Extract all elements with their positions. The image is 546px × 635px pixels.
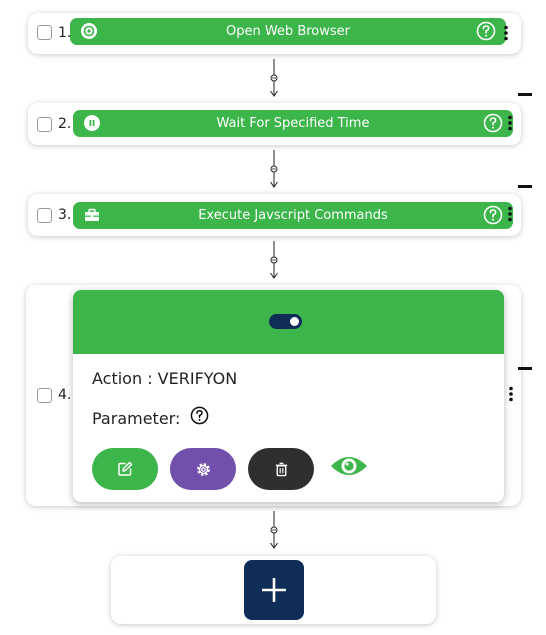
connector-arrow (270, 59, 278, 97)
browser-icon (81, 23, 97, 39)
pause-icon (84, 115, 100, 131)
action-label: Action : VERIFYON (92, 369, 238, 388)
action-header (73, 290, 504, 354)
delete-button[interactable] (248, 448, 314, 490)
edit-button[interactable] (92, 448, 158, 490)
help-icon[interactable] (483, 205, 503, 225)
toggle-knob (290, 317, 299, 326)
kebab-menu-icon[interactable] (507, 206, 513, 222)
step-card-3: 3. Execute Javscript Commands (28, 194, 521, 236)
step-bar-wait-for-specified-time[interactable]: Wait For Specified Time (73, 110, 513, 137)
step-label: Open Web Browser (225, 24, 350, 39)
step-checkbox[interactable] (37, 25, 52, 40)
settings-button[interactable] (170, 448, 236, 490)
connector-arrow (270, 511, 278, 549)
step-checkbox[interactable] (37, 388, 52, 403)
add-step-button[interactable] (244, 560, 304, 620)
eye-icon[interactable] (329, 452, 369, 480)
step-checkbox[interactable] (37, 208, 52, 223)
step-number: 1. (58, 25, 72, 41)
help-icon[interactable] (190, 406, 209, 425)
enable-toggle[interactable] (269, 314, 302, 329)
step-card-2: 2. Wait For Specified Time (28, 103, 521, 145)
step-number: 3. (58, 207, 72, 223)
side-dash (518, 185, 532, 188)
step-bar-execute-javascript-commands[interactable]: Execute Javscript Commands (73, 202, 513, 229)
kebab-menu-icon[interactable] (508, 386, 514, 402)
connector-arrow (270, 150, 278, 188)
help-icon[interactable] (483, 113, 503, 133)
toolbox-icon (85, 208, 99, 221)
step-number: 2. (58, 116, 72, 132)
action-detail-card: Action : VERIFYON Parameter: (73, 290, 504, 502)
step-card-1: 1. Open Web Browser (28, 13, 521, 54)
step-number: 4. (58, 387, 72, 403)
trash-icon (275, 462, 287, 476)
help-icon[interactable] (476, 21, 496, 41)
gear-icon (196, 462, 210, 476)
step-label: Wait For Specified Time (216, 116, 370, 131)
add-step-card (111, 556, 436, 624)
plus-icon (262, 578, 286, 602)
connector-arrow (270, 241, 278, 279)
side-dash (518, 367, 532, 370)
edit-icon (118, 461, 133, 476)
step-checkbox[interactable] (37, 117, 52, 132)
step-label: Execute Javscript Commands (198, 208, 388, 223)
side-dash (518, 93, 532, 96)
step-bar-open-web-browser[interactable]: Open Web Browser (70, 18, 506, 45)
kebab-menu-icon[interactable] (503, 25, 509, 41)
parameter-label: Parameter: (92, 409, 181, 428)
kebab-menu-icon[interactable] (507, 115, 513, 131)
